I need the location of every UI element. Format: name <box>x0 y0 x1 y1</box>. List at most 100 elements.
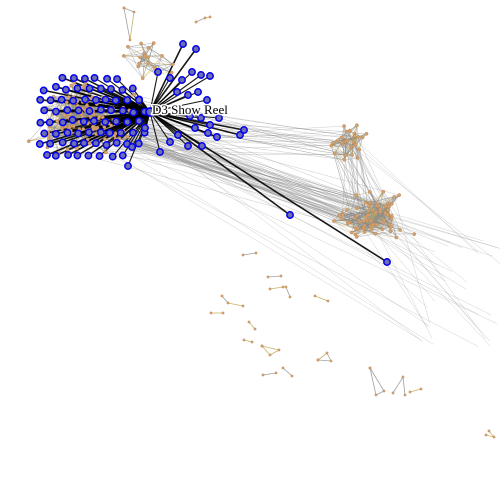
graph-node[interactable] <box>109 123 113 128</box>
graph-node[interactable] <box>241 253 245 257</box>
graph-node[interactable] <box>316 358 320 362</box>
hub-node[interactable] <box>145 107 155 117</box>
highlight-node[interactable] <box>96 105 105 114</box>
highlight-node[interactable] <box>215 114 223 122</box>
highlight-node[interactable] <box>89 117 98 125</box>
highlight-node[interactable] <box>73 151 82 160</box>
graph-node[interactable] <box>362 230 367 234</box>
highlight-node[interactable] <box>57 95 66 104</box>
graph-node[interactable] <box>140 76 145 81</box>
graph-node[interactable] <box>170 62 175 67</box>
graph-node[interactable] <box>194 20 198 24</box>
graph-node[interactable] <box>360 135 365 140</box>
graph-node[interactable] <box>242 338 246 342</box>
highlight-node[interactable] <box>112 138 121 147</box>
highlight-node[interactable] <box>236 131 244 139</box>
highlight-node[interactable] <box>184 91 192 99</box>
graph-node[interactable] <box>345 138 350 143</box>
highlight-node[interactable] <box>118 106 127 115</box>
nodes-highlighted[interactable] <box>35 40 391 266</box>
highlight-node[interactable] <box>74 129 83 138</box>
graph-node[interactable] <box>337 213 341 218</box>
highlight-node[interactable] <box>40 106 49 115</box>
graph-node[interactable] <box>355 156 360 160</box>
highlight-node[interactable] <box>128 143 136 151</box>
graph-node[interactable] <box>403 393 407 397</box>
graph-node[interactable] <box>342 157 347 162</box>
graph-node[interactable] <box>345 221 350 226</box>
graph-node[interactable] <box>385 212 390 217</box>
graph-node[interactable] <box>367 190 372 194</box>
graph-node[interactable] <box>363 201 368 205</box>
graph-node[interactable] <box>386 208 391 212</box>
graph-node[interactable] <box>345 208 349 212</box>
graph-node[interactable] <box>374 393 378 397</box>
graph-node[interactable] <box>97 114 102 119</box>
highlight-node[interactable] <box>166 138 174 146</box>
highlight-node[interactable] <box>129 108 138 117</box>
graph-node[interactable] <box>254 251 258 255</box>
graph-node[interactable] <box>26 139 31 144</box>
graph-node[interactable] <box>69 83 74 88</box>
graph-node[interactable] <box>132 92 137 97</box>
highlight-node[interactable] <box>101 118 110 126</box>
graph-node[interactable] <box>126 44 130 49</box>
graph-node[interactable] <box>139 41 143 46</box>
highlight-node[interactable] <box>123 118 132 126</box>
graph-node[interactable] <box>160 54 164 58</box>
graph-node[interactable] <box>122 6 126 10</box>
graph-node[interactable] <box>370 224 375 229</box>
graph-node[interactable] <box>366 209 371 213</box>
graph-node[interactable] <box>361 226 366 231</box>
highlight-node[interactable] <box>43 151 51 159</box>
highlight-node[interactable] <box>118 85 127 94</box>
highlight-node[interactable] <box>112 117 121 126</box>
highlight-node[interactable] <box>36 118 45 127</box>
highlight-node[interactable] <box>184 142 192 150</box>
graph-node[interactable] <box>121 54 126 58</box>
highlight-node[interactable] <box>188 68 196 76</box>
highlight-node[interactable] <box>203 96 211 104</box>
highlight-node[interactable] <box>81 95 90 104</box>
highlight-node[interactable] <box>118 151 127 160</box>
highlight-node[interactable] <box>91 96 100 104</box>
highlight-node[interactable] <box>141 124 149 132</box>
graph-node[interactable] <box>354 193 358 198</box>
graph-node[interactable] <box>132 10 136 14</box>
highlight-node[interactable] <box>95 152 104 160</box>
graph-node[interactable] <box>87 141 92 146</box>
highlight-node[interactable] <box>35 140 44 148</box>
graph-node[interactable] <box>368 366 372 370</box>
graph-node[interactable] <box>386 204 391 209</box>
graph-node[interactable] <box>375 222 379 227</box>
highlight-node[interactable] <box>84 151 93 160</box>
graph-node[interactable] <box>351 140 356 145</box>
highlight-node[interactable] <box>154 68 162 76</box>
graph-node[interactable] <box>367 204 372 208</box>
graph-node[interactable] <box>382 218 387 223</box>
highlight-node[interactable] <box>197 71 205 79</box>
highlight-node[interactable] <box>135 96 143 104</box>
graph-node[interactable] <box>386 201 391 206</box>
graph-node[interactable] <box>284 285 288 289</box>
highlight-node[interactable] <box>206 72 214 80</box>
graph-node[interactable] <box>62 113 67 118</box>
graph-node[interactable] <box>387 222 392 227</box>
highlight-node[interactable] <box>73 84 82 93</box>
graph-node[interactable] <box>336 138 340 143</box>
graph-node[interactable] <box>103 137 107 141</box>
graph-node[interactable] <box>349 144 354 149</box>
highlight-node[interactable] <box>96 84 105 93</box>
highlight-node[interactable] <box>197 114 205 122</box>
highlight-node[interactable] <box>129 128 137 137</box>
graph-node[interactable] <box>112 133 117 138</box>
graph-node[interactable] <box>60 126 64 131</box>
graph-node[interactable] <box>67 95 71 99</box>
graph-node[interactable] <box>85 103 89 108</box>
graph-node[interactable] <box>419 387 423 391</box>
highlight-node[interactable] <box>68 116 77 124</box>
highlight-node[interactable] <box>198 142 206 150</box>
graph-node[interactable] <box>487 429 491 433</box>
highlight-node[interactable] <box>36 95 45 104</box>
